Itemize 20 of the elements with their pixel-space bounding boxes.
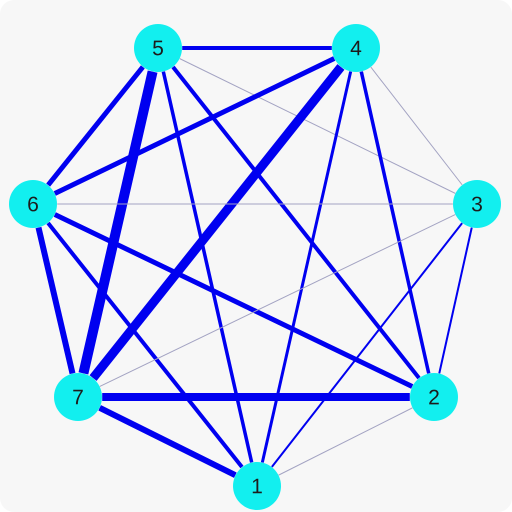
edge-line (78, 70, 158, 375)
edge-line (102, 393, 410, 401)
edge-line (46, 65, 145, 187)
edge-line (90, 64, 344, 381)
edge-line (278, 407, 413, 476)
edge-line (54, 56, 336, 196)
edge-line (438, 227, 473, 374)
edge-line (260, 71, 352, 463)
edge-line (46, 222, 244, 468)
edge-line (36, 226, 76, 374)
edge-line (360, 71, 430, 374)
edge-line (171, 66, 421, 380)
edge-line (182, 46, 332, 50)
edge-line (179, 58, 456, 194)
edge-line (370, 66, 463, 186)
edge-line (162, 71, 254, 463)
edge-line (99, 214, 456, 387)
edge-line (54, 212, 414, 389)
edge-line (98, 405, 237, 478)
edge-line (271, 222, 463, 468)
